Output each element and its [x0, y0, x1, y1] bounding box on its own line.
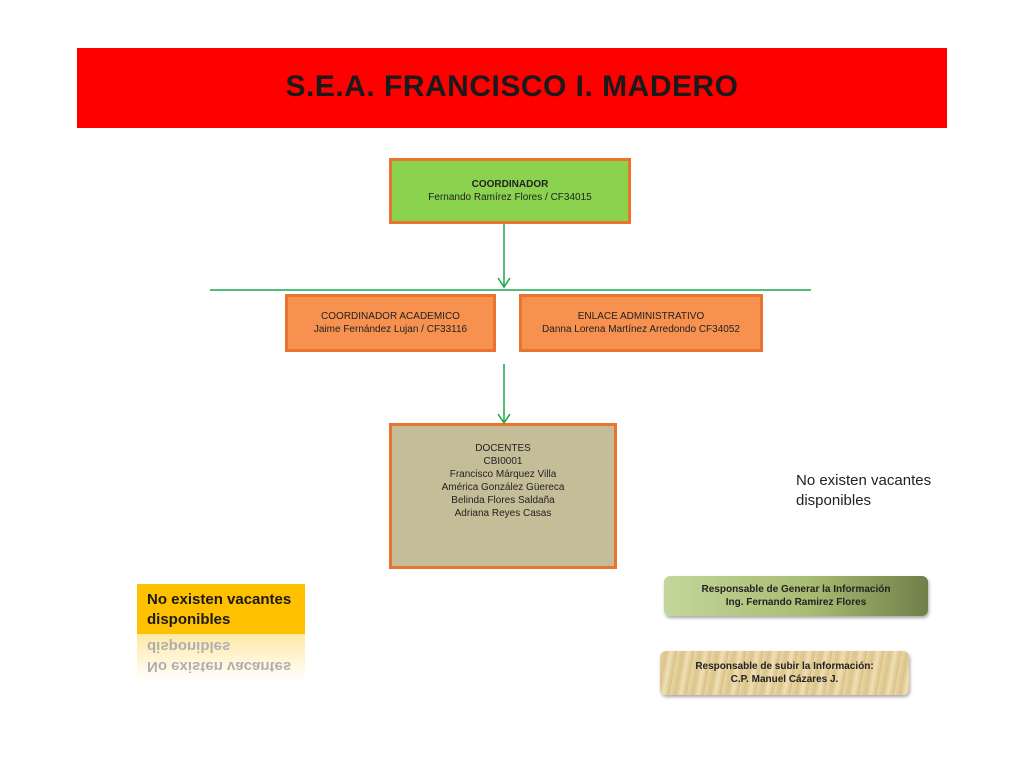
responsible-upload-name: C.P. Manuel Cázares J. — [730, 674, 839, 685]
vacancy-box: No existen vacantes disponibles — [137, 584, 305, 634]
page-title: S.E.A. FRANCISCO I. MADERO — [285, 70, 739, 103]
responsible-generate-box: Responsable de Generar la Información In… — [664, 576, 928, 616]
vacancy-box-line1: No existen vacantes — [147, 591, 292, 608]
responsible-generate-label: Responsable de Generar la Información — [701, 584, 891, 595]
responsible-upload-box: Responsable de subir la Información: C.P… — [660, 651, 909, 695]
academic-person: Jaime Fernández Lujan / CF33116 — [313, 324, 468, 335]
vacancy-reflection-line2: disponibles — [147, 638, 231, 655]
academic-coordinator-box: COORDINADOR ACADEMICO Jaime Fernández Lu… — [285, 294, 496, 352]
vacancy-note-line1: No existen vacantes — [796, 472, 932, 489]
admin-role: ENLACE ADMINISTRATIVO — [577, 311, 705, 322]
vacancy-box-reflection: No existen vacantes disponibles — [137, 634, 305, 682]
admin-person: Danna Lorena Martínez Arredondo CF34052 — [542, 324, 740, 335]
teachers-box: DOCENTES CBI0001 Francisco Márquez Villa… — [389, 423, 617, 569]
coordinator-arrowhead — [497, 277, 511, 289]
teacher-name: Francisco Márquez Villa — [449, 469, 557, 480]
vacancy-box-line2: disponibles — [147, 611, 231, 628]
vacancy-note-line2: disponibles — [796, 492, 872, 509]
teachers-role: DOCENTES — [475, 443, 531, 454]
responsible-generate-name: Ing. Fernando Ramirez Flores — [725, 597, 867, 608]
teacher-name: América González Güereca — [441, 482, 565, 493]
teacher-name: Adriana Reyes Casas — [454, 508, 552, 519]
vacancy-reflection-line1: No existen vacantes — [147, 658, 292, 675]
admin-liaison-box: ENLACE ADMINISTRATIVO Danna Lorena Martí… — [519, 294, 763, 352]
teacher-name: Belinda Flores Saldaña — [451, 495, 555, 506]
coordinator-box: COORDINADOR Fernando Ramírez Flores / CF… — [389, 158, 631, 224]
coordinator-person: Fernando Ramírez Flores / CF34015 — [428, 192, 592, 203]
coordinator-role: COORDINADOR — [471, 179, 549, 190]
vacancy-note: No existen vacantes disponibles — [796, 471, 931, 511]
responsible-upload-label: Responsable de subir la Información: — [695, 661, 874, 672]
teachers-code: CBI0001 — [483, 456, 523, 467]
academic-role: COORDINADOR ACADEMICO — [321, 311, 460, 322]
title-banner: S.E.A. FRANCISCO I. MADERO — [77, 48, 947, 128]
